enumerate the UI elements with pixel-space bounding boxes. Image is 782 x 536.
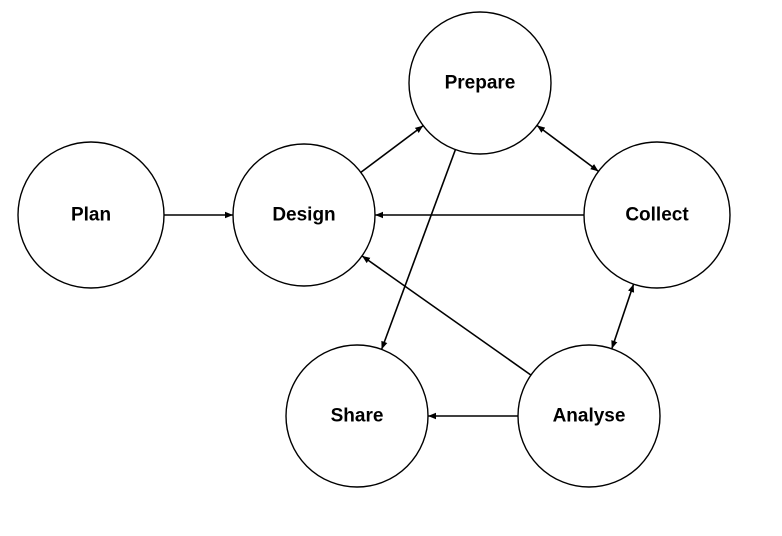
node-analyse[interactable]: Analyse: [517, 344, 661, 488]
node-share-label: Share: [331, 406, 384, 427]
node-plan[interactable]: Plan: [17, 141, 165, 289]
node-prepare-label: Prepare: [445, 73, 516, 94]
node-prepare[interactable]: Prepare: [408, 11, 552, 155]
node-design-label: Design: [272, 205, 335, 226]
node-collect-label: Collect: [625, 205, 689, 226]
node-plan-label: Plan: [71, 205, 111, 226]
node-design[interactable]: Design: [232, 143, 376, 287]
node-share[interactable]: Share: [285, 344, 429, 488]
edge-prepare-to-share: [380, 149, 457, 350]
edge-prepare-to-collect: [536, 124, 599, 173]
edge-analyse-to-design: [361, 255, 532, 376]
edge-collect-to-analyse: [611, 283, 635, 349]
node-analyse-label: Analyse: [553, 406, 626, 427]
edge-design-to-prepare: [360, 124, 424, 174]
node-collect[interactable]: Collect: [583, 141, 731, 289]
edge-layer: [164, 124, 635, 420]
